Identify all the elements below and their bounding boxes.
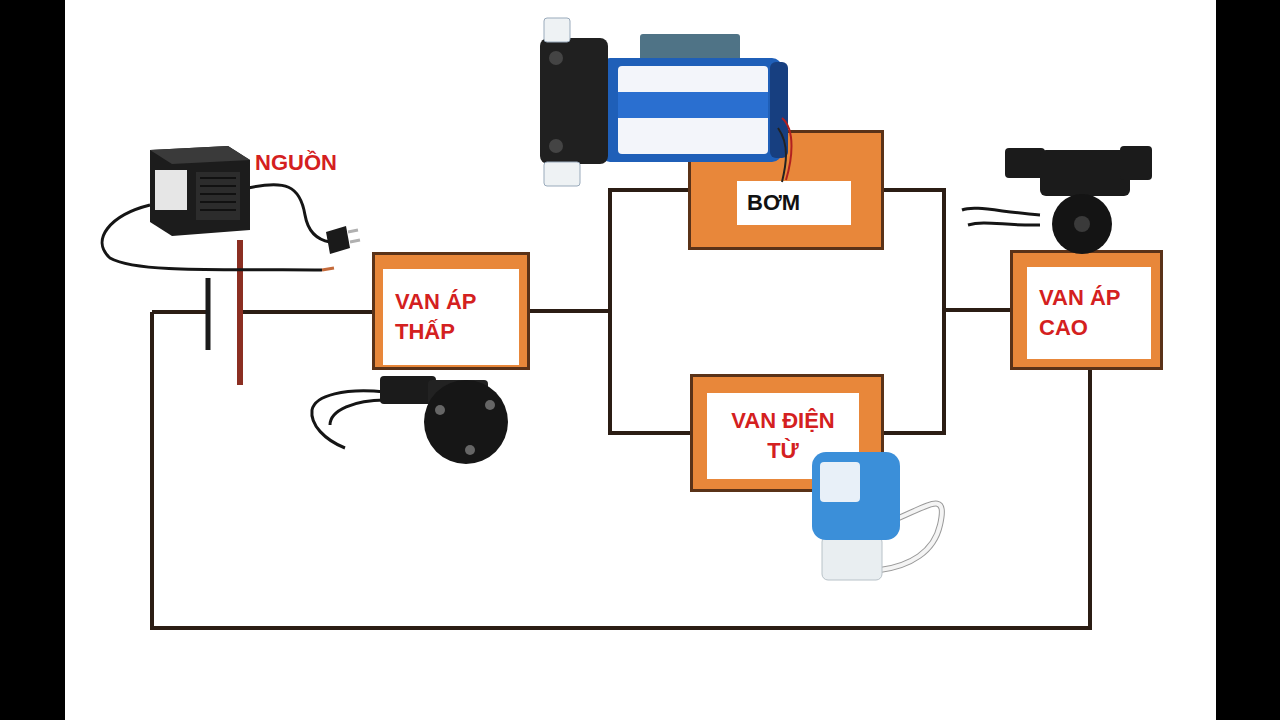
wire-connector [884,310,1010,433]
switch-body [1040,150,1130,196]
switch-body [428,380,488,406]
adapter-sticker [155,170,187,210]
adapter-cord [248,185,330,242]
pump-fitting [544,18,570,42]
booster-pump [540,18,792,186]
component-box: BƠM [688,130,884,250]
pump-label [618,66,768,154]
power-adapter [102,146,360,270]
plug-body [326,226,350,254]
label-panel: VAN ÁP THẤP [383,269,519,365]
switch-diaphragm [1052,194,1112,254]
battery-plate-short [206,278,211,350]
component-box: VAN ÁP CAO [1010,250,1163,370]
valve-sticker [820,462,860,502]
pump-fitting [544,162,580,186]
pump-head [540,38,608,164]
pump-bracket [640,34,740,62]
wire [152,312,1090,628]
pump-wire [778,128,786,182]
valve-base [822,536,882,580]
adapter-top [150,146,250,164]
wire [152,310,208,314]
component-name: BƠM [747,188,841,218]
wire-end [322,268,334,270]
solenoid-valve [812,452,942,580]
valve-coil [812,452,900,540]
switch-diaphragm [424,380,508,464]
switch-wire [968,223,1040,225]
component-name: VAN ĐIỆN TỪ [717,406,849,466]
adapter-grille [196,172,240,220]
label-panel: BƠM [737,181,851,225]
label-panel: VAN ÁP CAO [1027,267,1151,359]
wire-connector [530,190,688,311]
part-label: NGUỒN [255,150,337,176]
plug-pins [348,230,360,242]
adapter-cord [102,205,322,270]
pump-end-cap [770,62,788,158]
adapter-body [150,146,250,236]
switch-fitting [1120,146,1152,180]
wire-connector [884,190,1010,310]
wire [240,310,374,314]
label-panel: VAN ĐIỆN TỪ [707,393,859,479]
component-name: VAN ÁP THẤP [395,287,507,347]
switch-screw [465,445,475,455]
valve-cable [880,504,942,570]
switch-fitting [380,376,436,404]
pump-wire [782,118,792,180]
pump-motor [600,58,782,162]
component-box: VAN ĐIỆN TỪ [690,374,884,492]
switch-wire [330,400,385,425]
adapter-grille-lines [200,178,236,210]
pump-screw [549,139,563,153]
valve-cable-outline [880,504,942,570]
component-box: VAN ÁP THẤP [372,252,530,370]
switch-screw [1074,216,1090,232]
wire-connector [530,311,690,433]
switch-wire [962,208,1040,215]
high-pressure-switch [962,146,1152,254]
component-name: VAN ÁP CAO [1039,283,1139,343]
switch-fitting [1005,148,1045,178]
pump-screw [549,51,563,65]
battery-plate-long [237,240,243,385]
switch-screw [485,400,495,410]
low-pressure-switch [312,376,508,464]
side-strip [1216,0,1280,720]
pump-label-stripe [618,92,768,118]
switch-screw [435,405,445,415]
switch-wire [312,391,385,448]
side-strip [0,0,65,720]
